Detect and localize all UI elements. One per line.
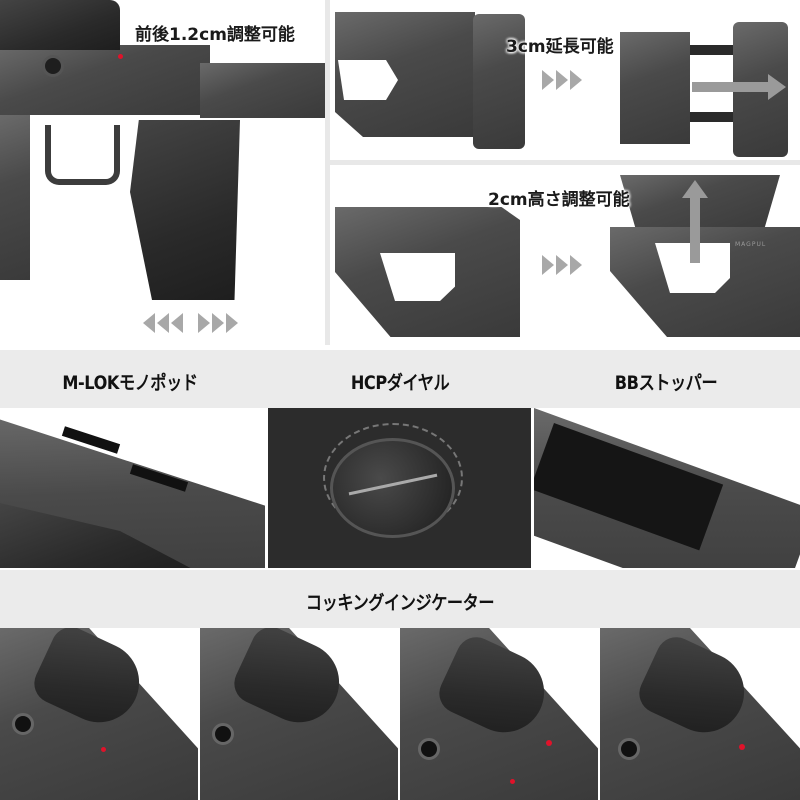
panel-stock-length: 前後1.2cm調整可能 bbox=[0, 0, 325, 345]
stock-cutout bbox=[338, 60, 398, 100]
extension-rod-top bbox=[690, 45, 735, 55]
extension-rod-bottom bbox=[690, 112, 735, 122]
chevron-right-icon bbox=[570, 70, 582, 90]
bolt-hole bbox=[418, 738, 440, 760]
progress-arrows bbox=[542, 255, 582, 275]
label-bb-stopper: BBストッパー bbox=[614, 372, 718, 394]
panel-stock-extension: 3cm延長可能 bbox=[330, 0, 800, 160]
caption-height: 2cm高さ調整可能 bbox=[488, 190, 630, 210]
stock-low-cutout bbox=[380, 253, 455, 301]
arrow-up-icon bbox=[690, 195, 700, 263]
image-mlok-monopod bbox=[0, 408, 265, 568]
label-mlok-monopod: M-LOKモノポッド bbox=[62, 372, 198, 394]
logo-text: MAGPUL bbox=[735, 241, 767, 248]
buttpad-before bbox=[473, 14, 525, 149]
cocking-frame-4 bbox=[600, 628, 800, 800]
bolt-hole bbox=[618, 738, 640, 760]
chevron-left-icon bbox=[143, 313, 155, 333]
arrow-right-head bbox=[768, 74, 786, 100]
bolt-hole bbox=[212, 723, 234, 745]
caption-extension: 3cm延長可能 bbox=[506, 37, 614, 57]
trigger-guard bbox=[45, 125, 120, 185]
dial-knob bbox=[330, 438, 455, 538]
stock-tube bbox=[200, 63, 325, 118]
chevron-right-icon bbox=[226, 313, 238, 333]
arrow-right-icon bbox=[692, 82, 772, 92]
panel-cheek-height: MAGPUL 2cm高さ調整可能 bbox=[330, 165, 800, 345]
adjust-right-arrows bbox=[198, 313, 238, 333]
bolt-hole bbox=[12, 713, 34, 735]
red-dot-indicator bbox=[118, 54, 123, 59]
red-dot-indicator bbox=[739, 744, 745, 750]
stock-after bbox=[620, 32, 690, 144]
cocking-frame-1 bbox=[0, 628, 198, 800]
chevron-right-icon bbox=[542, 70, 554, 90]
receiver-image bbox=[0, 45, 210, 115]
image-hcp-dial bbox=[268, 408, 531, 568]
red-dot-indicator bbox=[510, 779, 515, 784]
chevron-right-icon bbox=[542, 255, 554, 275]
chevron-right-icon bbox=[556, 70, 568, 90]
chevron-right-icon bbox=[198, 313, 210, 333]
chevron-right-icon bbox=[570, 255, 582, 275]
caption-length-adjust: 前後1.2cm調整可能 bbox=[135, 25, 295, 45]
divider bbox=[330, 160, 800, 165]
red-dot-indicator bbox=[546, 740, 552, 746]
features-band: M-LOKモノポッド HCPダイヤル BBストッパー bbox=[0, 350, 800, 408]
chevron-right-icon bbox=[556, 255, 568, 275]
image-bb-stopper bbox=[534, 408, 800, 568]
chevron-right-icon bbox=[212, 313, 224, 333]
label-hcp-dial: HCPダイヤル bbox=[350, 372, 450, 394]
label-cocking-indicator: コッキングインジケーター bbox=[305, 592, 495, 614]
bolt-hole bbox=[42, 55, 64, 77]
chevron-left-icon bbox=[171, 313, 183, 333]
magazine bbox=[0, 115, 30, 280]
cocking-band: コッキングインジケーター bbox=[0, 570, 800, 628]
cocking-frame-3 bbox=[400, 628, 598, 800]
divider bbox=[325, 0, 330, 345]
red-dot-indicator bbox=[101, 747, 106, 752]
progress-arrows bbox=[542, 70, 582, 90]
chevron-left-icon bbox=[157, 313, 169, 333]
adjust-left-arrows bbox=[143, 313, 183, 333]
optic-mount bbox=[0, 0, 120, 50]
pistol-grip bbox=[130, 120, 240, 300]
arrow-up-head bbox=[682, 180, 708, 198]
cocking-frame-2 bbox=[200, 628, 398, 800]
